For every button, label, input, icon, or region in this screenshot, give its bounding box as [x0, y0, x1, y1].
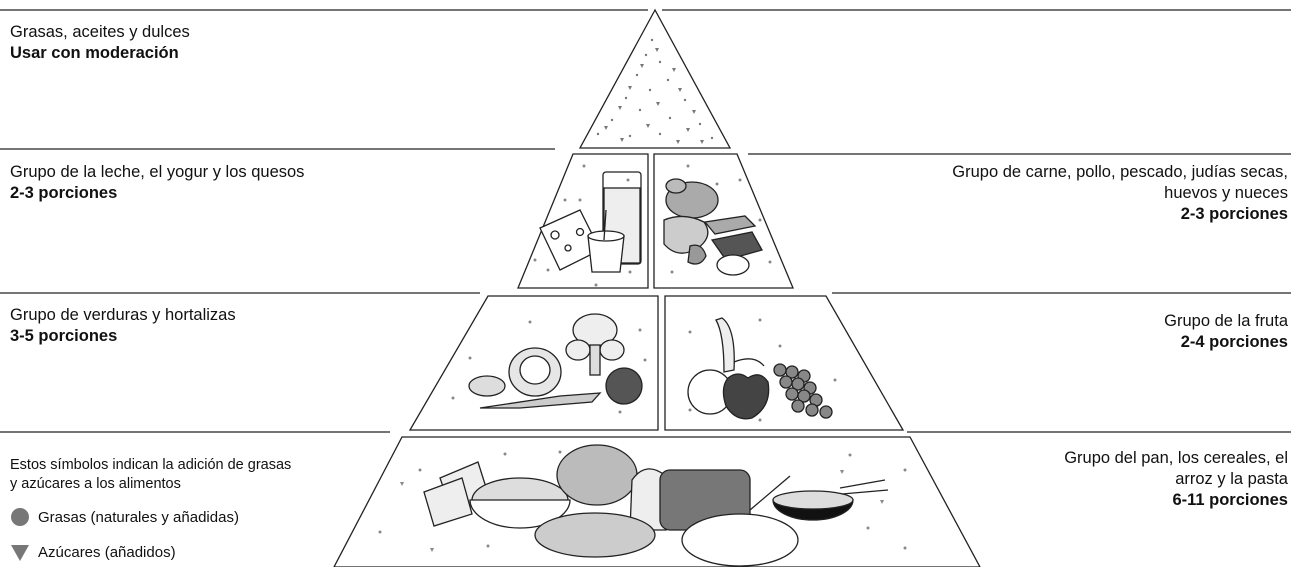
legend-sugars-row: Azúcares (añadidos): [10, 542, 176, 562]
vegetables-group-label: Grupo de verduras y hortalizas 3-5 porci…: [10, 305, 236, 347]
bread-group-name-line2: arroz y la pasta: [1175, 470, 1288, 488]
meat-tier: [653, 153, 794, 289]
legend-fats-row: Grasas (naturales y añadidas): [10, 507, 239, 527]
vegetables-tier: [408, 295, 659, 431]
fats-group-name: Grasas, aceites y dulces: [10, 23, 190, 41]
meat-group-name-line1: Grupo de carne, pollo, pescado, judías s…: [952, 163, 1288, 181]
sugar-triangle-icon: [11, 545, 29, 561]
bread-group-label: Grupo del pan, los cereales, el arroz y …: [1064, 448, 1288, 511]
fruit-group-serving: 2-4 porciones: [1180, 333, 1288, 351]
bread-illustration: [423, 444, 889, 567]
legend-fats-label: Grasas (naturales y añadidas): [38, 508, 239, 526]
meat-group-name-line2: huevos y nueces: [1164, 184, 1288, 202]
meat-illustration: [663, 178, 763, 276]
fats-group-label: Grasas, aceites y dulces Usar con modera…: [10, 22, 190, 64]
milk-illustration: [539, 171, 642, 273]
fats-group-serving: Usar con moderación: [10, 44, 179, 62]
milk-group-label: Grupo de la leche, el yogur y los quesos…: [10, 162, 304, 204]
vegetables-illustration: [468, 313, 643, 409]
vegetables-group-serving: 3-5 porciones: [10, 327, 118, 345]
legend-sugars-label: Azúcares (añadidos): [38, 543, 176, 561]
meat-group-serving: 2-3 porciones: [1180, 205, 1288, 223]
meat-group-label: Grupo de carne, pollo, pescado, judías s…: [952, 162, 1288, 225]
milk-group-name: Grupo de la leche, el yogur y los quesos: [10, 163, 305, 181]
symbols-legend-intro: Estos símbolos indican la adición de gra…: [10, 456, 291, 494]
legend-intro-line2: y azúcares a los alimentos: [10, 476, 181, 492]
milk-tier: [517, 153, 649, 289]
bread-group-serving: 6-11 porciones: [1172, 491, 1288, 509]
fruit-group-name: Grupo de la fruta: [1164, 312, 1288, 330]
fruit-tier: [664, 295, 905, 431]
milk-group-serving: 2-3 porciones: [10, 184, 118, 202]
fruit-illustration: [687, 317, 833, 420]
fat-circle-icon: [11, 508, 29, 526]
fats-tier: [578, 8, 732, 149]
legend-intro-line1: Estos símbolos indican la adición de gra…: [10, 457, 292, 473]
vegetables-group-name: Grupo de verduras y hortalizas: [10, 306, 236, 324]
bread-group-name-line1: Grupo del pan, los cereales, el: [1064, 449, 1288, 467]
fruit-group-label: Grupo de la fruta 2-4 porciones: [1164, 311, 1288, 353]
bread-tier: [333, 436, 981, 567]
